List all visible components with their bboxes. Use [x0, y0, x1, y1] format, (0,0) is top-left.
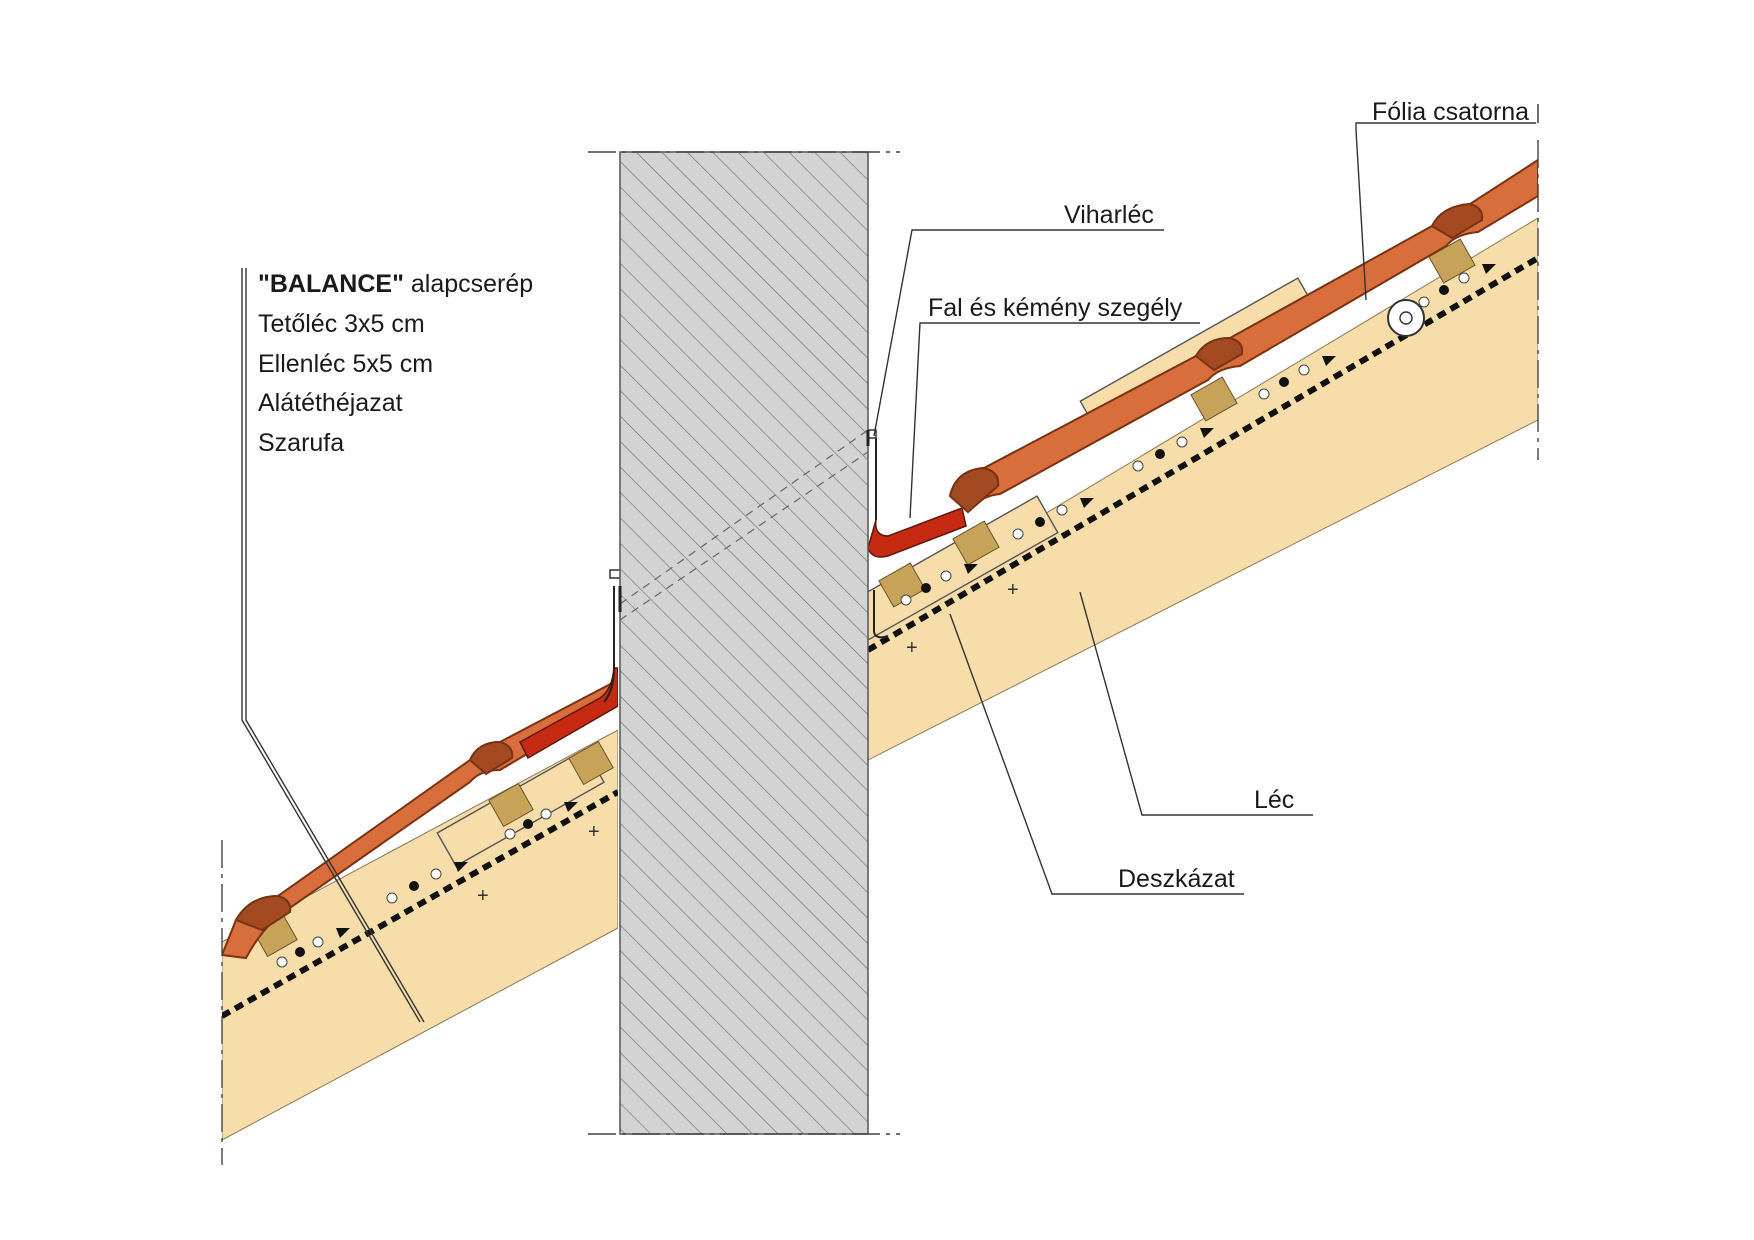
- label-batten: Tetőléc 3x5 cm: [258, 310, 425, 338]
- leader-left-stack-2: [241, 268, 421, 1023]
- svg-text:+: +: [477, 885, 489, 907]
- left-air-flow-markers: [276, 802, 578, 968]
- label-balance-tile: "BALANCE" alapcserép: [258, 270, 533, 298]
- leader-lath: [1079, 591, 1313, 816]
- left-roof-segment: + +: [222, 667, 618, 1141]
- svg-text:+: +: [588, 821, 600, 843]
- chimney-wall: [619, 151, 869, 1135]
- right-air-flow-markers: [900, 264, 1496, 606]
- right-counter-battens: [878, 238, 1476, 608]
- label-storm-batten: Viharléc: [1064, 201, 1154, 229]
- leader-boarding: [949, 613, 1244, 895]
- right-boarding-board-lower: [868, 495, 1059, 641]
- label-lath: Léc: [1254, 786, 1294, 814]
- leader-flashing: [909, 322, 1200, 519]
- right-rafter: [868, 217, 1538, 761]
- right-underlay-membrane: [868, 255, 1538, 653]
- label-rafter: Szarufa: [258, 429, 344, 457]
- right-flashing-strip: [868, 506, 967, 558]
- leader-left-stack: [245, 268, 425, 1023]
- leader-foil-channel: [1355, 122, 1536, 301]
- hidden-roof-line-upper: [619, 429, 869, 605]
- right-roof-segment: + +: [868, 158, 1538, 761]
- right-lower-flashing-lip: [873, 590, 889, 639]
- label-counter-batten: Ellenléc 5x5 cm: [258, 350, 433, 378]
- label-wall-chimney-flashing: Fal és kémény szegély: [928, 294, 1183, 322]
- label-foil-channel: Fólia csatorna: [1372, 98, 1529, 126]
- foil-channel-detail: [1387, 299, 1425, 337]
- svg-text:+: +: [906, 637, 918, 659]
- left-rafter: [222, 729, 618, 1141]
- right-roof-tiles: [948, 158, 1538, 514]
- svg-text:+: +: [1007, 579, 1019, 601]
- hidden-roof-line-lower: [619, 451, 869, 621]
- left-flashing-upturn: [603, 586, 615, 703]
- left-roof-tiles: [222, 678, 618, 960]
- left-underlay-membrane: [222, 789, 618, 1019]
- leader-storm-batten: [873, 229, 1164, 437]
- left-flashing-strip: [519, 667, 618, 760]
- label-underlay: Alátéthéjazat: [258, 389, 403, 417]
- label-boarding: Deszkázat: [1118, 865, 1235, 893]
